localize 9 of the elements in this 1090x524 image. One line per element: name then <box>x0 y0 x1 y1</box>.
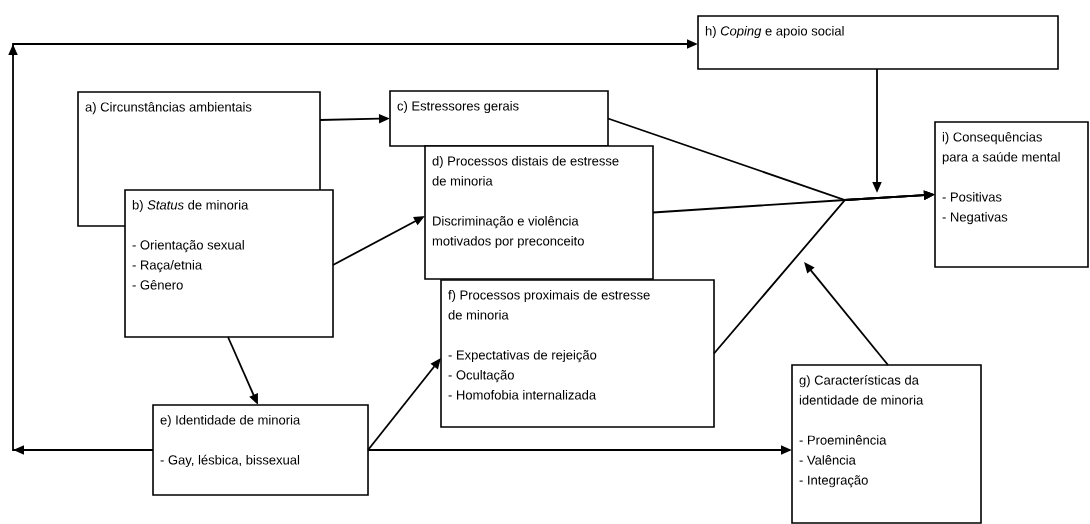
text-box: b) Status de minoria - Orientação sexual - Raça/etnia - Gênero <box>124 189 334 338</box>
arrow <box>367 358 441 451</box>
text-box: f) Processos proximais de estresse de minoria - Expectativas de rejeição - Ocultação - Homofobia internalizada <box>440 279 715 428</box>
text-box: e) Identidade de minoria - Gay, lésbica, bissexual <box>152 404 369 496</box>
text-box: h) Coping e apoio social <box>697 15 1059 70</box>
arrow <box>804 262 889 366</box>
text-box: c) Estressores gerais <box>389 90 609 147</box>
text-box: g) Características da identidade de minoria - Proeminência - Valência - Integração <box>791 364 982 524</box>
text-box: i) Consequências para a saúde mental - Positivas - Negativas <box>934 121 1089 268</box>
